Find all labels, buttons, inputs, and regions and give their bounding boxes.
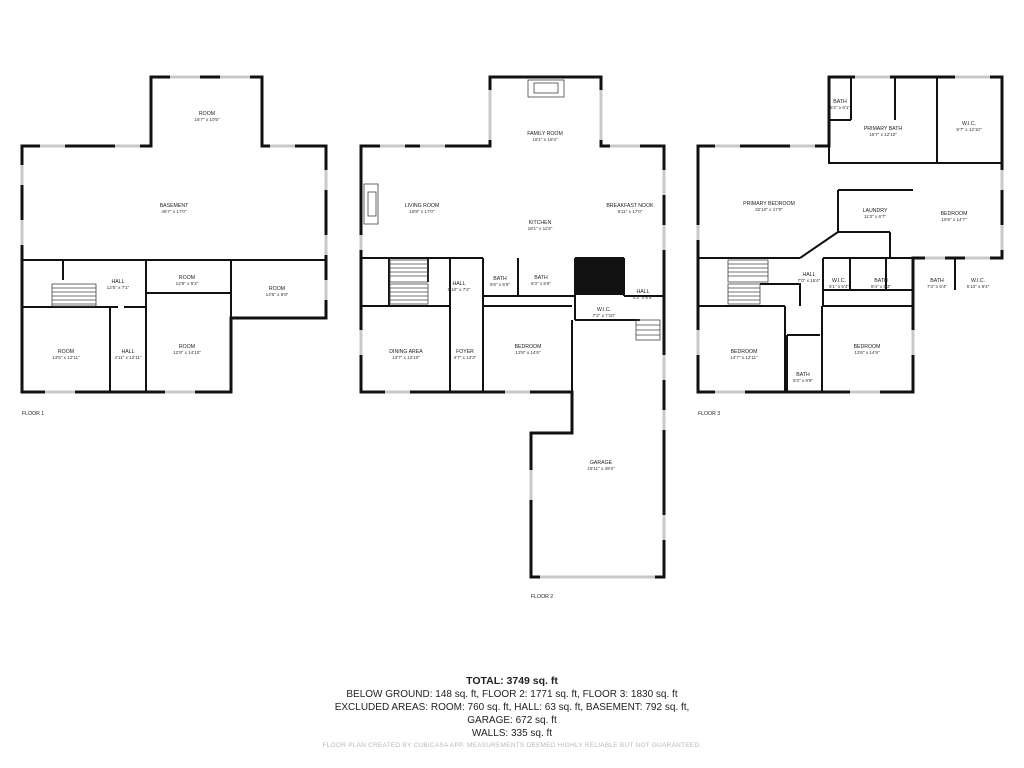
summary-line-3: GARAGE: 672 sq. ft xyxy=(467,715,557,726)
room-dimensions: 12'5" x 7'1" xyxy=(107,285,130,290)
total-area: TOTAL: 3749 sq. ft xyxy=(466,675,558,687)
room-name: BEDROOM xyxy=(854,344,881,350)
room-dimensions: 13'7" x 12'10" xyxy=(392,355,420,360)
floor-3-windows xyxy=(696,75,1004,394)
floor-2-windows xyxy=(359,90,666,579)
room-name: LIVING ROOM xyxy=(405,203,440,209)
summary-line-4: WALLS: 335 sq. ft xyxy=(471,728,553,739)
room-dimensions: 46'7" x 17'0" xyxy=(161,209,187,214)
room-dimensions: 14'6" x 8'9" xyxy=(266,292,289,297)
room-name: BATH xyxy=(874,278,888,284)
room-name: BEDROOM xyxy=(941,211,968,217)
floor-1-interior-walls xyxy=(22,259,326,392)
room-dimensions: 13'6" x 14'9" xyxy=(854,350,880,355)
room-name: PRIMARY BEDROOM xyxy=(743,201,795,207)
room-dimensions: 32'10" x 17'0" xyxy=(755,207,783,212)
room-dimensions: 5'1" x 6'4" xyxy=(829,284,849,289)
floor-1-label: FLOOR 1 xyxy=(22,411,44,417)
floor-2-plan xyxy=(359,75,666,579)
room-dimensions: 18'8" x 17'0" xyxy=(409,209,435,214)
room-dimensions: 5'10" x 6'4" xyxy=(967,284,990,289)
room-dimensions: 18'1" x 18'4" xyxy=(532,137,558,142)
floor-1-outer-wall xyxy=(20,75,328,394)
floor-3-stairs xyxy=(727,259,769,305)
room-name: FAMILY ROOM xyxy=(527,131,563,137)
room-dimensions: 6'10" x 7'2" xyxy=(448,287,471,292)
room-name: BASEMENT xyxy=(160,203,189,209)
room-dimensions: 8'3" x 5'6" xyxy=(531,281,551,286)
room-name: W.I.C. xyxy=(962,121,976,127)
room-name: HALL xyxy=(803,272,816,278)
room-name: ROOM xyxy=(269,286,285,292)
room-dimensions: 5'2" x 6'1" xyxy=(830,105,850,110)
floor-3-plan xyxy=(696,75,1004,394)
floor-1-plan xyxy=(20,75,328,394)
room-dimensions: 14'7" x 12'11" xyxy=(730,355,758,360)
room-dimensions: 5'3" x 8'9" xyxy=(793,378,813,383)
floor-3-interior-walls xyxy=(698,77,1002,392)
room-dimensions: 18'1" x 11'5" xyxy=(528,226,553,231)
room-dimensions: 13'5" x 12'11" xyxy=(52,355,80,360)
room-dimensions: 7'2" x 7'10" xyxy=(593,313,616,318)
floor-3-outer-wall xyxy=(696,75,1004,394)
room-dimensions: 7'0" x 15'4" xyxy=(798,278,821,283)
room-dimensions: 4'7" x 13'3" xyxy=(454,355,477,360)
room-dimensions: 12'9" x 14'10" xyxy=(173,350,201,355)
room-name: BEDROOM xyxy=(515,344,542,350)
room-dimensions: 9'7" x 12'10" xyxy=(956,127,982,132)
summary-line-2: EXCLUDED AREAS: ROOM: 760 sq. ft, HALL: … xyxy=(334,702,690,713)
floor-2-outer-wall xyxy=(359,75,666,579)
room-name: PRIMARY BATH xyxy=(864,126,903,132)
room-name: BATH xyxy=(796,372,810,378)
room-name: BATH xyxy=(930,278,944,284)
room-name: ROOM xyxy=(179,275,195,281)
room-dimensions: 16'9" x 14'7" xyxy=(941,217,967,222)
room-name: HALL xyxy=(122,349,135,355)
floor-3-label: FLOOR 3 xyxy=(698,411,720,417)
room-name: ROOM xyxy=(179,344,195,350)
room-name: KITCHEN xyxy=(529,220,552,226)
room-name: HALL xyxy=(112,279,125,285)
room-dimensions: 4'11" x 12'11" xyxy=(114,355,141,360)
room-name: ROOM xyxy=(58,349,74,355)
area-summary: TOTAL: 3749 sq. ft BELOW GROUND: 148 sq.… xyxy=(0,675,1024,740)
room-name: BATH xyxy=(493,276,507,282)
floor-2-fireplace-icons xyxy=(363,79,565,225)
floor-2-chimney-void xyxy=(576,259,623,295)
room-dimensions: 8'11" x 17'0" xyxy=(618,209,643,214)
room-dimensions: 12'9" x 5'2" xyxy=(176,281,199,286)
room-dimensions: 16'7" x 10'5" xyxy=(194,117,220,122)
floor-2-label: FLOOR 2 xyxy=(531,594,553,600)
room-dimensions: 8'4" x 5'3" xyxy=(871,284,891,289)
floor-1-stairs xyxy=(51,283,97,307)
room-name: BEDROOM xyxy=(731,349,758,355)
room-dimensions: 6'2" x 8'9" xyxy=(633,295,653,300)
credit-notice: FLOOR PLAN CREATED BY CUBICASA APP. MEAS… xyxy=(322,742,702,749)
room-name: BATH xyxy=(833,99,847,105)
room-dimensions: 11'3" x 6'7" xyxy=(864,214,887,219)
room-name: HALL xyxy=(637,289,650,295)
room-name: HALL xyxy=(453,281,466,287)
room-dimensions: 5'6" x 5'6" xyxy=(490,282,510,287)
room-name: W.I.C. xyxy=(832,278,846,284)
room-name: FOYER xyxy=(456,349,474,355)
room-name: ROOM xyxy=(199,111,215,117)
floor-2-interior-walls xyxy=(361,257,664,392)
room-dimensions: 7'3" x 5'4" xyxy=(927,284,947,289)
room-name: W.I.C. xyxy=(597,307,611,313)
room-name: W.I.C. xyxy=(971,278,985,284)
floor-1-windows xyxy=(20,75,328,394)
floor-2-stairs xyxy=(389,259,661,341)
room-name: BREAKFAST NOOK xyxy=(606,203,654,209)
room-dimensions: 13'8" x 14'6" xyxy=(515,350,541,355)
room-dimensions: 16'7" x 12'10" xyxy=(869,132,897,137)
summary-line-1: BELOW GROUND: 148 sq. ft, FLOOR 2: 1771 … xyxy=(346,689,678,700)
room-name: DINING AREA xyxy=(389,349,423,355)
room-name: GARAGE xyxy=(590,460,613,466)
room-dimensions: 19'11" x 39'4" xyxy=(587,466,615,471)
room-name: LAUNDRY xyxy=(863,208,888,214)
room-name: BATH xyxy=(534,275,548,281)
